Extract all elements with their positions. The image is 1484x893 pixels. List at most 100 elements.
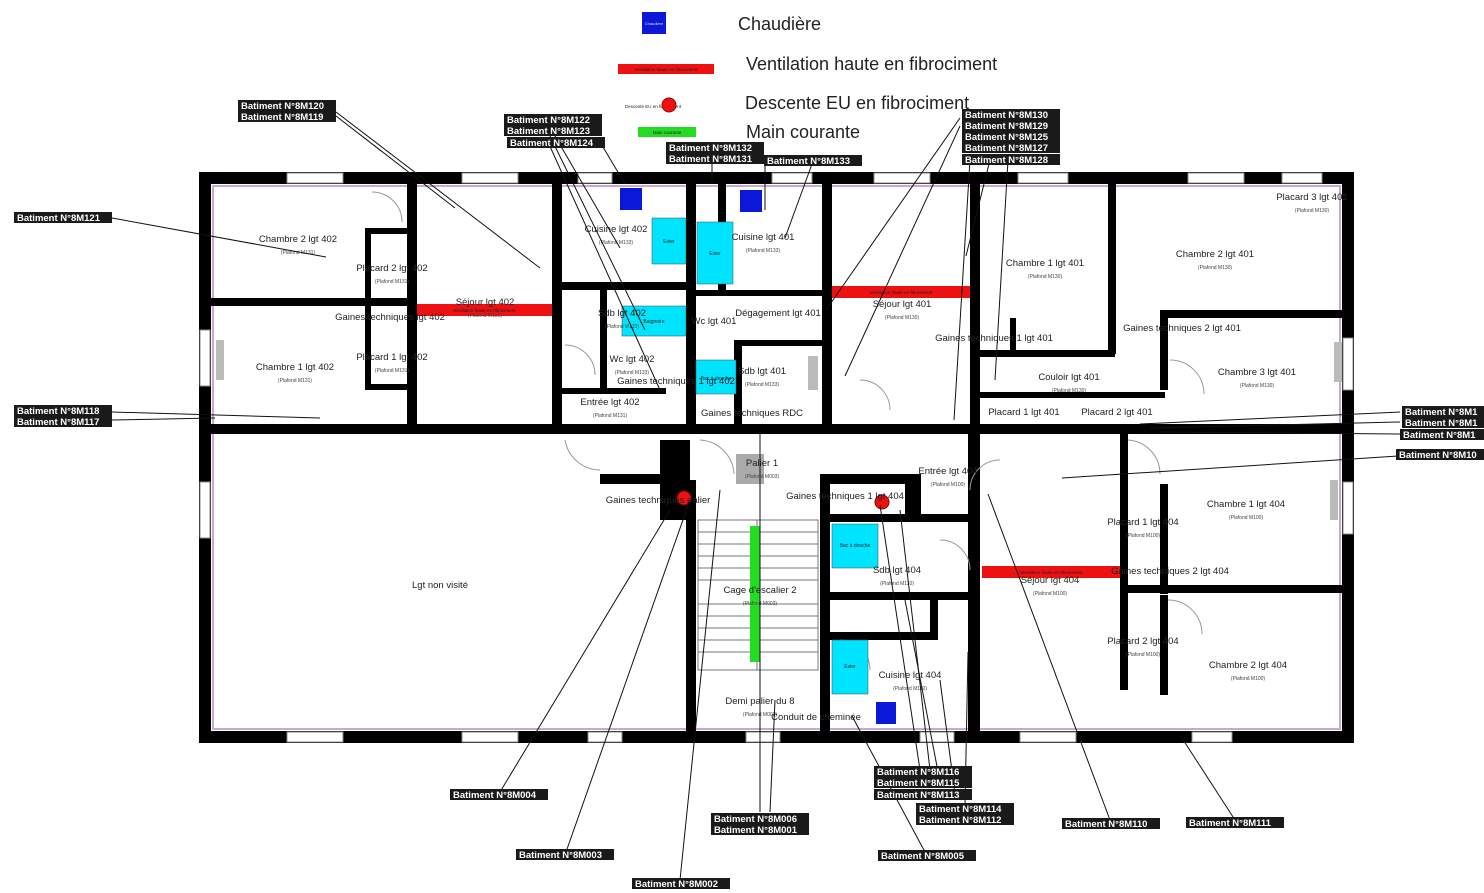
door-swing — [1167, 599, 1203, 635]
room-sub-sdb-404: (Plafond M110) — [880, 581, 914, 587]
tag-label: Batiment N°8M1 — [1403, 430, 1476, 441]
legend-item-descente: Descente EU en fibrociment Descente EU e… — [625, 93, 969, 113]
batiment-tag: Batiment N°8M111 — [1186, 817, 1284, 829]
room-label-cui-401: Cuisine lgt 401 — [732, 232, 795, 243]
tag-background — [1062, 818, 1160, 829]
tag-background — [666, 142, 764, 153]
tag-background — [238, 100, 336, 111]
legend-label-main-courante: Main courante — [746, 122, 860, 142]
tag-label: Batiment N°8M132 — [669, 143, 752, 154]
room-sub-ent-404: (Plafond M100) — [931, 482, 966, 488]
room-label-ch1-402: Chambre 1 lgt 402 — [256, 362, 334, 373]
tag-background — [14, 416, 112, 427]
tag-background — [1396, 449, 1484, 460]
room-label-lgt-nv: Lgt non visité — [412, 580, 468, 591]
window — [286, 731, 344, 743]
wall-i — [556, 388, 666, 394]
tag-label: Batiment N°8M119 — [241, 112, 323, 123]
window — [1019, 731, 1077, 743]
room-label-pl2-401: Placard 2 lgt 401 — [1081, 407, 1152, 418]
window — [461, 172, 519, 184]
tag-background — [764, 155, 862, 166]
room-label-wc-401: Wc lgt 401 — [692, 316, 737, 327]
tag-label: Batiment N°8M131 — [669, 154, 753, 165]
room-label-ch2-404: Chambre 2 lgt 404 — [1209, 660, 1287, 671]
room-sub-wc-402: (Plafond M133) — [615, 370, 650, 376]
descente-eu-icon — [676, 490, 692, 506]
batiment-tag: Batiment N°8M1 — [1402, 417, 1484, 429]
tag-label: Batiment N°8M115 — [877, 778, 960, 789]
batiment-tag: Batiment N°8M129 — [962, 120, 1060, 132]
room-label-cui-402: Cuisine lgt 402 — [585, 224, 648, 235]
room-sub-palier: (Plafond M003) — [745, 474, 780, 480]
corridor-wall — [205, 424, 1348, 434]
wall-ag — [1120, 590, 1128, 690]
legend-label-descente: Descente EU en fibrociment — [745, 93, 969, 113]
window — [1342, 337, 1354, 391]
room-label-ch2-401: Chambre 2 lgt 401 — [1176, 249, 1254, 260]
wall-e — [365, 384, 410, 390]
door-swing — [371, 191, 403, 223]
room-label-sej-404: Séjour lgt 404 — [1021, 575, 1080, 586]
batiment-tag: Batiment N°8M003 — [516, 849, 614, 861]
tag-background — [1400, 429, 1484, 440]
window — [1017, 172, 1069, 184]
room-sub-ch2-404: (Plafond M100) — [1231, 676, 1266, 682]
batiment-tag: Batiment N°8M133 — [764, 155, 862, 167]
wall-stair-l — [686, 480, 696, 737]
room-label-gaines2-401: Gaines techniques 2 lgt 401 — [1123, 323, 1241, 334]
wall-t — [1160, 310, 1168, 390]
tag-background — [874, 777, 972, 788]
tag-label: Batiment N°8M10 — [1399, 450, 1477, 461]
wall-ah — [1160, 484, 1168, 594]
batiment-tag: Batiment N°8M002 — [632, 878, 730, 890]
tag-label: Batiment N°8M123 — [507, 126, 590, 137]
window — [577, 172, 613, 184]
room-sub-pl2-402: (Plafond M131) — [375, 279, 410, 285]
tag-background — [711, 824, 809, 835]
tag-background — [14, 212, 112, 223]
room-sub-pl3-401: (Plafond M130) — [1295, 208, 1330, 214]
wall-j — [686, 184, 696, 434]
tag-background — [711, 813, 809, 824]
tag-background — [450, 789, 548, 800]
baignoire-label: Baignoire — [643, 319, 664, 325]
room-sub-sej-402: (Plafond M131) — [468, 313, 503, 319]
window — [1342, 481, 1354, 535]
tag-label: Batiment N°8M004 — [453, 790, 537, 801]
batiment-tag: Batiment N°8M130 — [962, 109, 1060, 121]
tag-background — [1186, 817, 1284, 828]
door-swing — [564, 439, 601, 471]
door-swing — [564, 344, 596, 376]
doors — [371, 191, 1205, 671]
batiment-tag: Batiment N°8M124 — [507, 137, 605, 149]
room-label-ch2-402: Chambre 2 lgt 402 — [259, 234, 337, 245]
wall-aa — [826, 592, 976, 600]
room-sub-pl1-402: (Plafond M131) — [375, 368, 410, 374]
tag-background — [916, 814, 1014, 825]
room-label-sdb-401: Sdb lgt 401 — [738, 366, 786, 377]
leader-lines — [111, 111, 1401, 881]
tag-background — [916, 803, 1014, 814]
palier-box — [736, 454, 764, 484]
room-sub-ch1-402: (Plafond M131) — [278, 378, 313, 384]
room-label-sdb-404: Sdb lgt 404 — [873, 565, 921, 576]
main-courante-swatch — [638, 127, 696, 137]
room-label-ent-402: Entrée lgt 402 — [580, 397, 639, 408]
wall-y — [905, 474, 921, 514]
evier-label-2: Evier — [709, 251, 721, 257]
room-label-pl2-404: Placard 2 lgt 404 — [1107, 636, 1178, 647]
tag-background — [504, 114, 602, 125]
tag-background — [878, 850, 976, 861]
room-label-cui-404: Cuisine lgt 404 — [879, 670, 942, 681]
room-label-ch3-401: Chambre 3 lgt 401 — [1218, 367, 1296, 378]
radiateur-icon — [1334, 342, 1342, 382]
ventilation-bar — [417, 304, 552, 316]
wall-p — [970, 184, 980, 434]
room-sub-ch2-401: (Plafond M130) — [1198, 265, 1233, 271]
tag-background — [632, 878, 730, 889]
tag-background — [962, 154, 1060, 165]
tag-background — [504, 125, 602, 136]
tag-label: Batiment N°8M122 — [507, 115, 590, 126]
